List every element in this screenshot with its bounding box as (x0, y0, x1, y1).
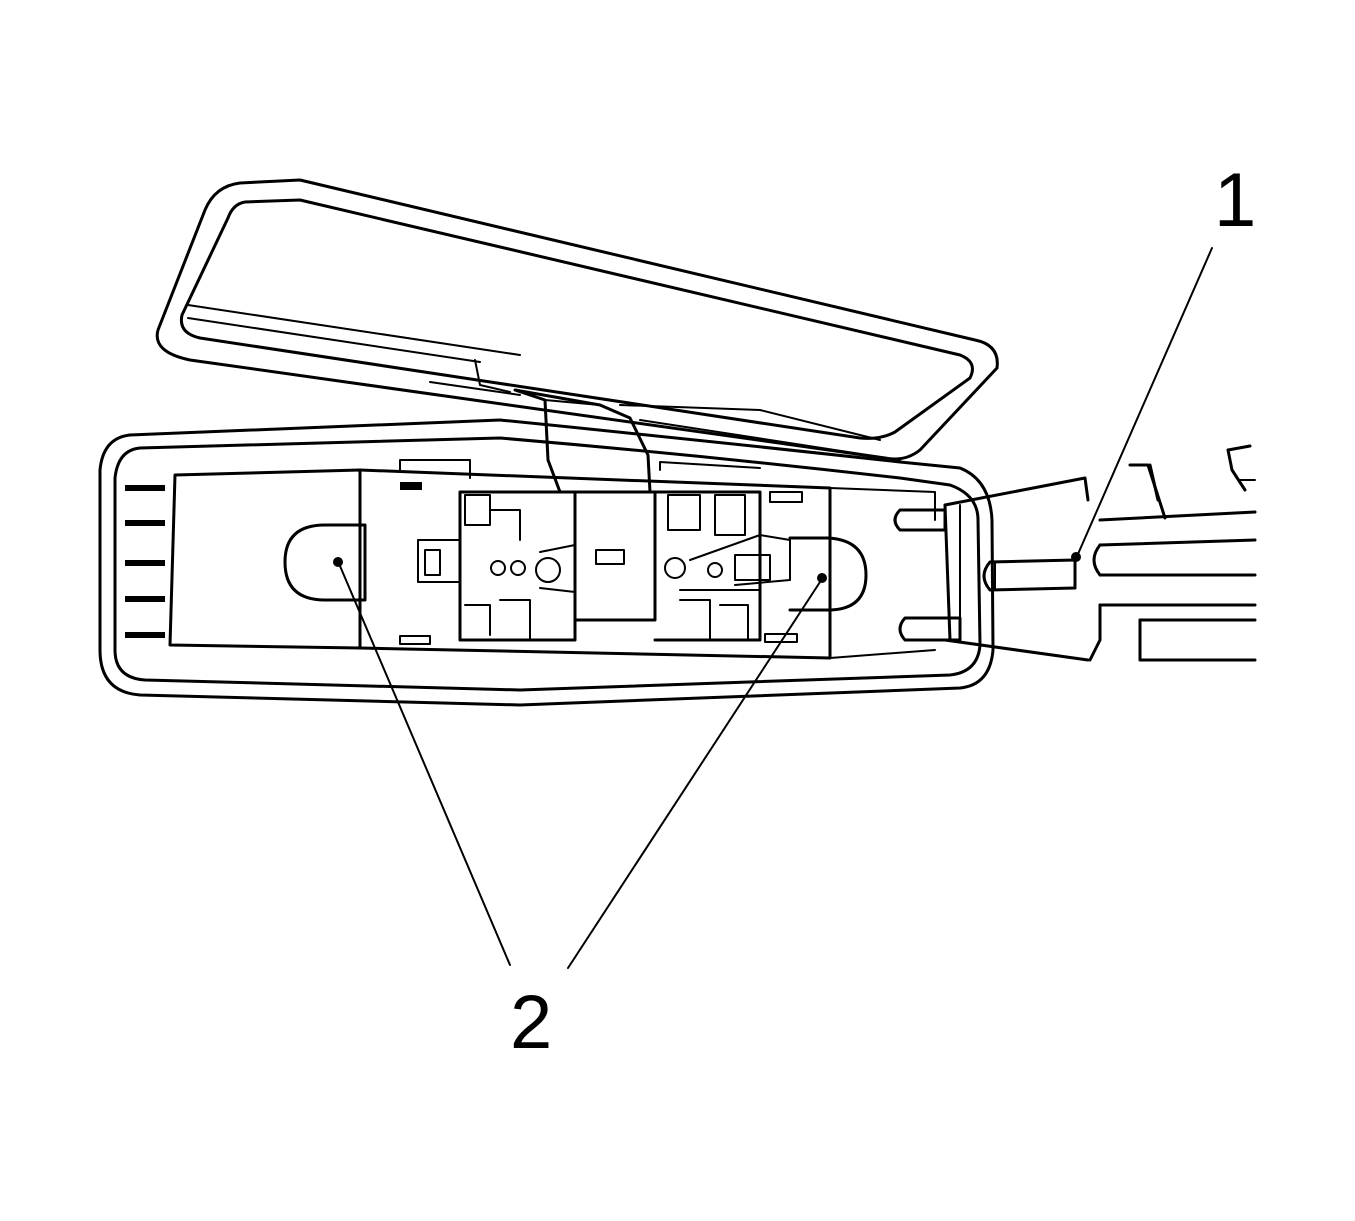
leader-point-2b (817, 573, 827, 583)
leader-point-1 (1071, 552, 1081, 562)
right-screw-slot (788, 536, 868, 612)
left-screw-slot (283, 523, 367, 602)
mirror-head (155, 178, 999, 461)
center-mechanism (417, 490, 791, 642)
leader-line-2a (339, 565, 511, 966)
mount-base-housing (98, 418, 995, 707)
leader-line-2b (567, 581, 821, 969)
leader-lines (333, 247, 1213, 969)
vent-slots (125, 485, 165, 638)
callout-label-2: 2 (510, 980, 552, 1065)
leader-point-2a (333, 557, 343, 567)
callout-label-1: 1 (1214, 158, 1256, 243)
wire-harness-clip (893, 444, 1257, 662)
leader-line-1 (1077, 247, 1213, 555)
